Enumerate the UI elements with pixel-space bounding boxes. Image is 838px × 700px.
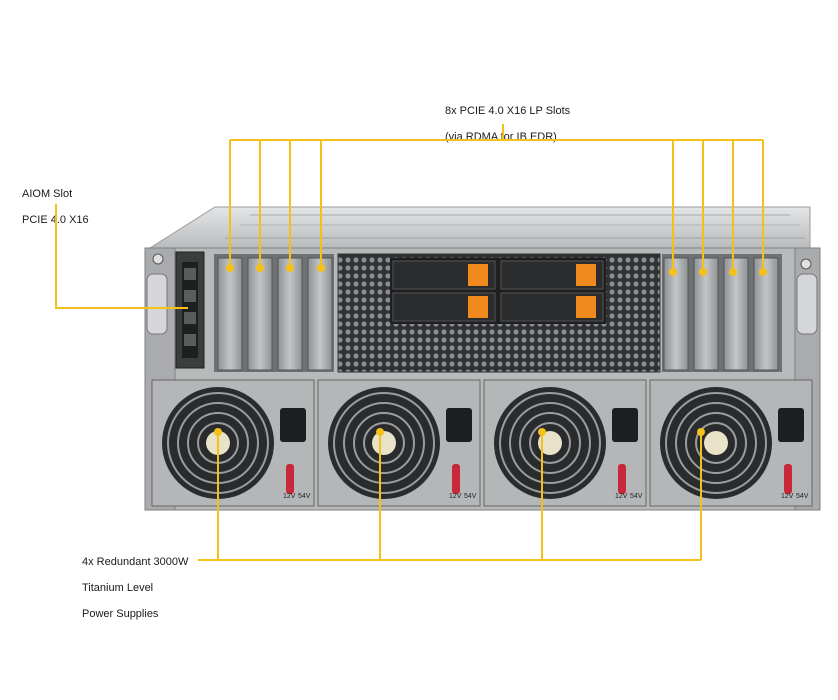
pcie-slots-left xyxy=(214,254,334,372)
psu-54v-label: 54V xyxy=(630,493,643,500)
aiom-slot xyxy=(175,251,205,369)
aiom-callout-line xyxy=(55,204,188,309)
psu-unit: 12V 54V xyxy=(151,379,315,507)
drive-bay xyxy=(500,260,604,290)
drive-bays xyxy=(390,258,606,324)
psu-54v-label: 54V xyxy=(298,493,311,500)
pcie-callout-lines xyxy=(229,124,764,272)
psu-12v-label: 12V xyxy=(615,493,628,500)
drive-bay xyxy=(392,292,496,322)
drive-bay xyxy=(500,292,604,322)
aiom-slot-label-line2: PCIE 4.0 X16 xyxy=(22,214,89,226)
psu-12v-label: 12V xyxy=(283,493,296,500)
power-supplies-label-line1: 4x Redundant 3000W xyxy=(82,556,189,568)
power-supplies-label: 4x Redundant 3000W Titanium Level Power … xyxy=(82,543,188,634)
power-supplies-label-line2: Titanium Level xyxy=(82,582,154,594)
pcie-slots-label-line1: 8x PCIE 4.0 X16 LP Slots xyxy=(445,105,571,117)
pcie-callout-dots xyxy=(226,264,767,276)
psu-callout-lines xyxy=(198,432,702,561)
psu-unit: 12V 54V xyxy=(317,379,481,507)
power-supplies-label-line3: Power Supplies xyxy=(82,608,159,620)
drive-bay xyxy=(392,260,496,290)
psu-callout-dots xyxy=(214,428,705,436)
psu-54v-label: 54V xyxy=(796,493,809,500)
psu-12v-label: 12V xyxy=(449,493,462,500)
psu-54v-label: 54V xyxy=(464,493,477,500)
psu-12v-label: 12V xyxy=(781,493,794,500)
psu-unit: 12V 54V xyxy=(483,379,647,507)
aiom-slot-label-line1: AIOM Slot xyxy=(22,188,73,200)
aiom-slot-label: AIOM Slot PCIE 4.0 X16 xyxy=(22,175,89,240)
psu-unit: 12V 54V xyxy=(649,379,813,507)
chassis-top xyxy=(148,206,811,249)
